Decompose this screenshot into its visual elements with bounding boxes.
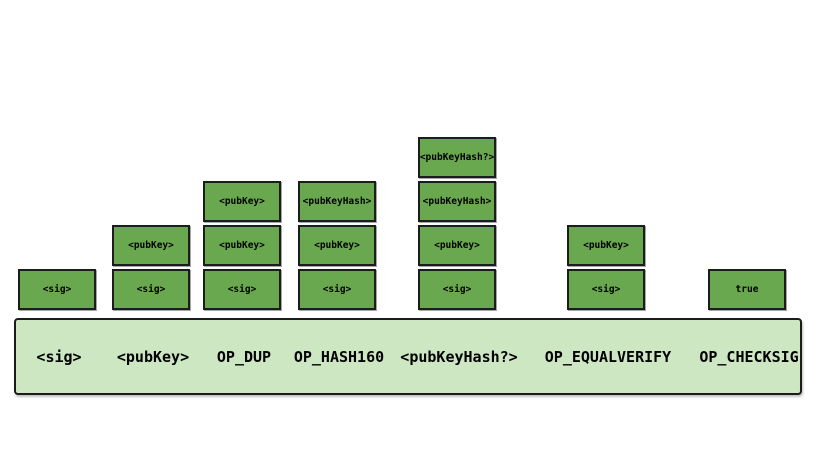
stack-column-op-dup: <pubKey> <pubKey> <sig> [203,181,281,310]
stack-item: <pubKey> [203,181,281,222]
script-op-pubkeyhash: <pubKeyHash?> [400,347,518,366]
stack-item: <pubKeyHash?> [418,137,496,178]
script-bar: <sig> <pubKey> OP_DUP OP_HASH160 <pubKey… [14,318,802,395]
stack-item: <pubKey> [203,225,281,266]
script-op-checksig: OP_CHECKSIG [699,347,799,366]
stack-item: <pubKeyHash> [418,181,496,222]
stack-item: true [708,269,786,310]
stack-column-op-checksig: true [708,269,786,310]
script-op-dup: OP_DUP [216,347,272,366]
stack-column-pubkey: <pubKey> <sig> [112,225,190,310]
stack-item: <pubKey> [418,225,496,266]
stack-item: <pubKeyHash> [298,181,376,222]
script-op-pubkey: <pubKey> [116,347,190,366]
script-op-equalverify: OP_EQUALVERIFY [544,347,672,366]
script-op-hash160: OP_HASH160 [293,347,385,366]
stack-item: <sig> [18,269,96,310]
script-op-sig: <sig> [36,347,82,366]
stack-item: <pubKey> [298,225,376,266]
stack-item: <sig> [112,269,190,310]
stack-column-op-hash160: <pubKeyHash> <pubKey> <sig> [298,181,376,310]
stack-column-pubkeyhash: <pubKeyHash?> <pubKeyHash> <pubKey> <sig… [418,137,496,310]
stack-column-sig: <sig> [18,269,96,310]
stack-item: <sig> [418,269,496,310]
stack-column-op-equalverify: <pubKey> <sig> [567,225,645,310]
stack-item: <sig> [203,269,281,310]
stack-item: <pubKey> [567,225,645,266]
stack-item: <sig> [567,269,645,310]
stack-item: <pubKey> [112,225,190,266]
stack-item: <sig> [298,269,376,310]
